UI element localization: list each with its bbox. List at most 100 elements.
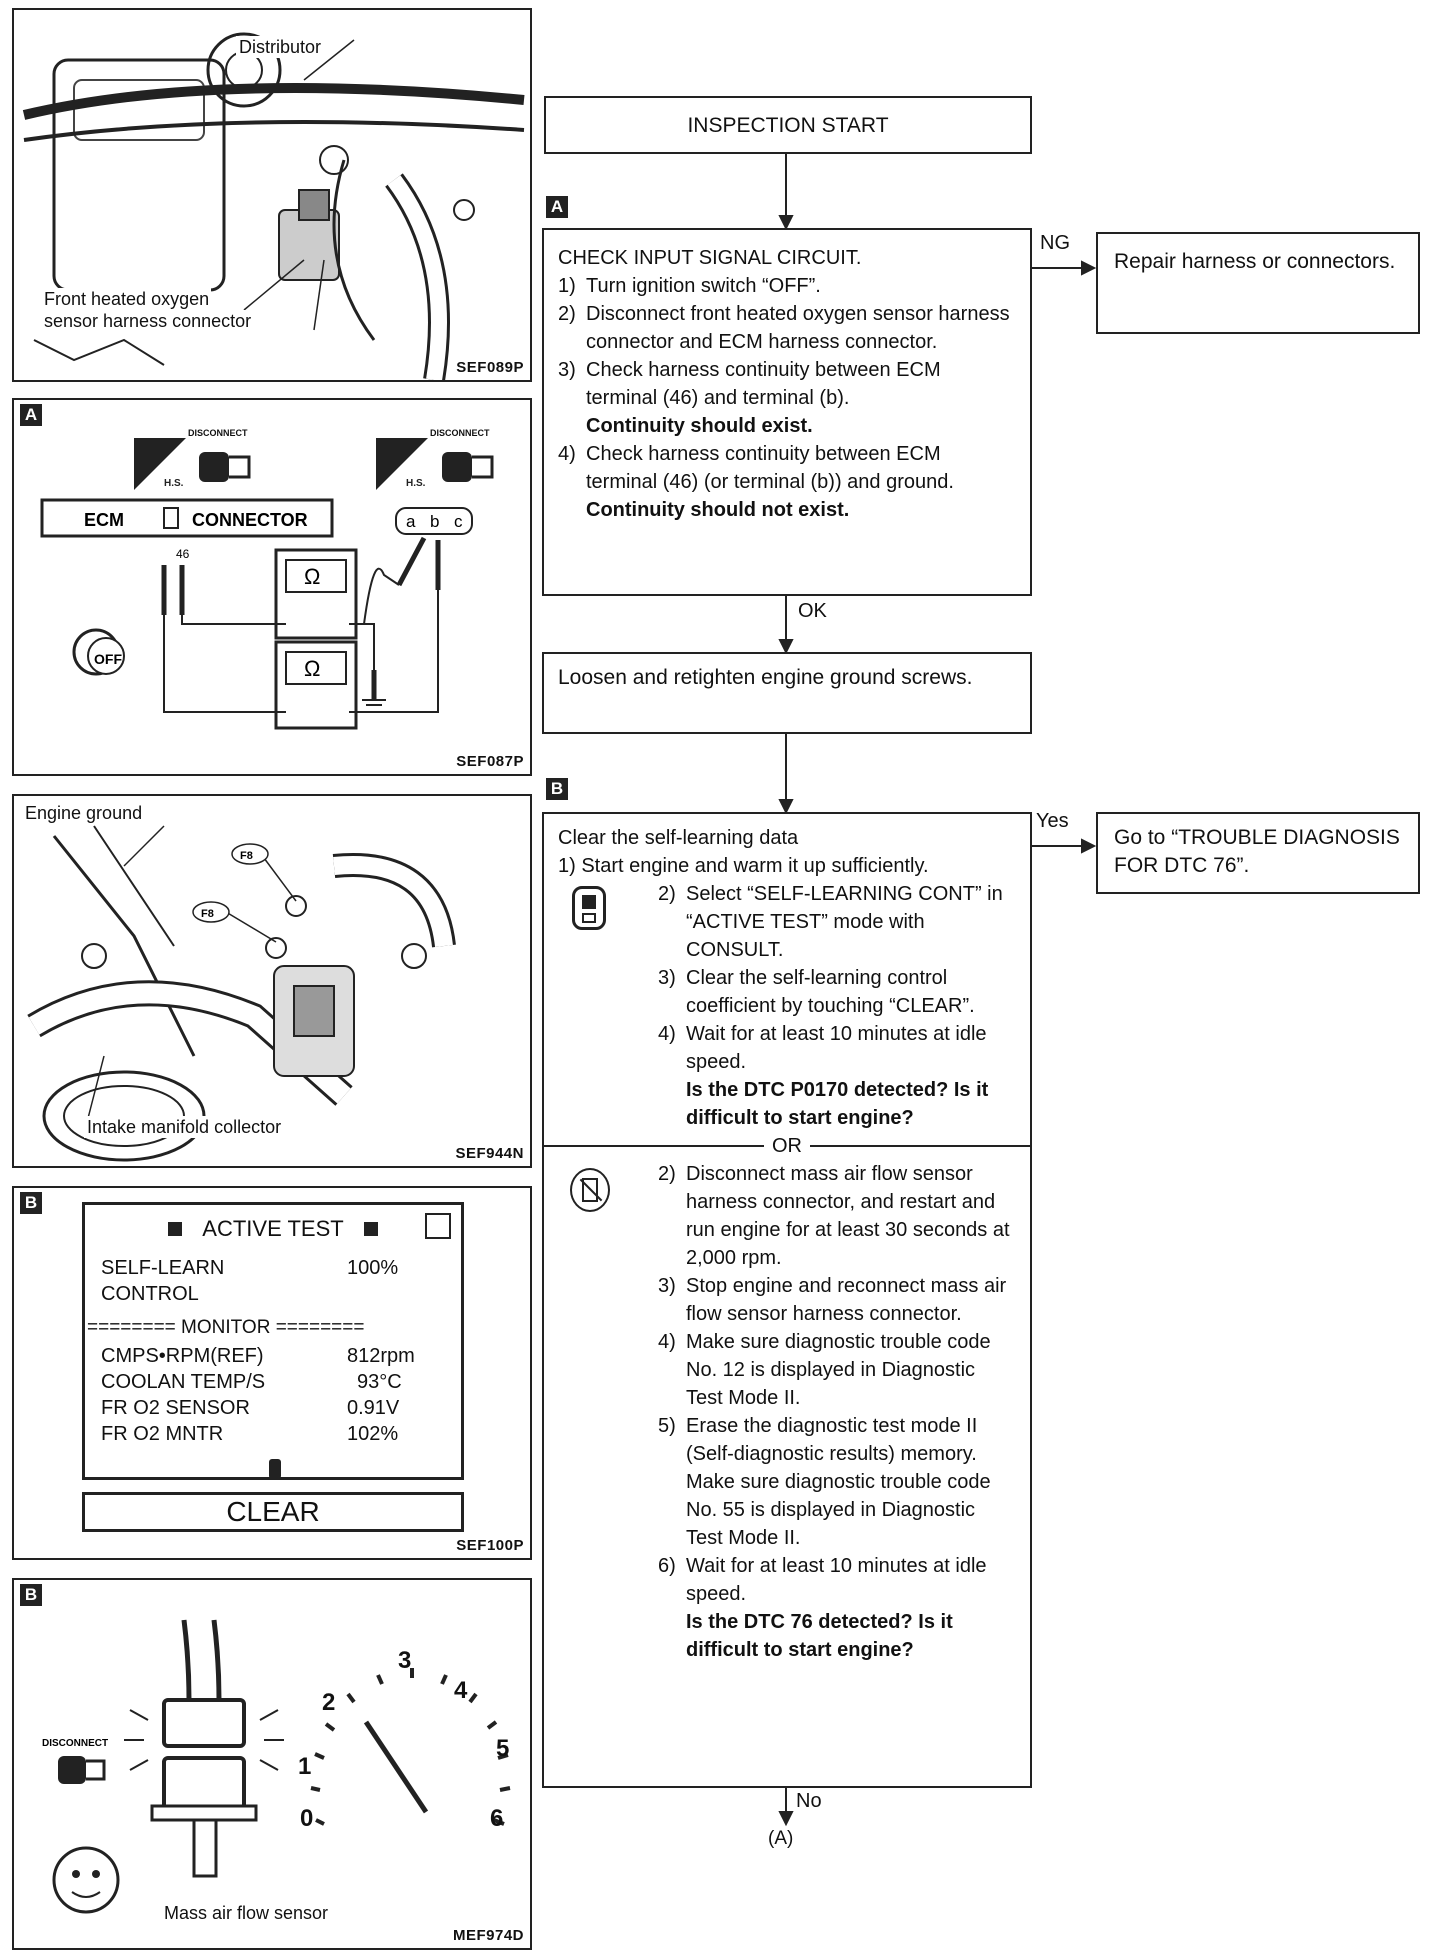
maf-disconnect-panel: B DISCONNECT	[12, 1578, 532, 1950]
no-consult-step: 2)Disconnect mass air flow sensor harnes…	[658, 1163, 1010, 1269]
engine-bay-illustration	[22, 32, 525, 380]
consult-step: 4)Wait for at least 10 minutes at idle s…	[658, 1023, 987, 1073]
check-input-circuit-box: CHECK INPUT SIGNAL CIRCUIT. 1)Turn ignit…	[542, 228, 1032, 596]
gauge-label-2: 2	[322, 1689, 336, 1716]
monitor-row: CMPS•RPM(REF) 812rpm	[101, 1345, 441, 1368]
clear-step-1: 1) Start engine and warm it up sufficien…	[558, 855, 929, 877]
gauge-label-4: 4	[454, 1677, 468, 1704]
monitor-label: FR O2 MNTR	[101, 1423, 224, 1445]
f8-callout-1: F8	[240, 850, 253, 862]
harness-side-icon-text-2: H.S.	[406, 478, 426, 489]
distributor-label: Distributor	[236, 36, 325, 58]
figure-code: SEF944N	[455, 1145, 524, 1162]
touch-hand-icon	[269, 1459, 281, 1479]
loosen-ground-screws-box: Loosen and retighten engine ground screw…	[542, 652, 1032, 734]
control-label: CONTROL	[101, 1283, 199, 1305]
monitor-value: 93°C	[357, 1371, 402, 1393]
figure-code: MEF974D	[452, 1927, 524, 1944]
terminal-46-label: 46	[176, 547, 190, 561]
monitor-label: COOLAN TEMP/S	[101, 1371, 266, 1393]
gauge-label-5: 5	[496, 1735, 510, 1762]
ecm-label: ECM	[84, 510, 124, 530]
yes-label: Yes	[1036, 810, 1069, 832]
disconnect-icon-label: DISCONNECT	[42, 1738, 108, 1749]
screen-title-row: ACTIVE TEST	[85, 1215, 461, 1242]
consult-screen: ACTIVE TEST SELF-LEARN CONTROL 100% ====…	[82, 1202, 464, 1480]
engine-ground-photo-panel: F8 F8 Engine ground Intake manifold coll…	[12, 794, 532, 1168]
monitor-value: 102%	[347, 1423, 399, 1445]
consult-question: Is the DTC P0170 detected? Is it difficu…	[686, 1079, 989, 1129]
monitor-divider: ======== MONITOR ========	[87, 1317, 365, 1338]
no-consult-step: 5)Erase the diagnostic test mode II (Sel…	[658, 1415, 991, 1549]
step-b-marker: B	[20, 1584, 42, 1606]
no-consult-step: 4)Make sure diagnostic trouble code No. …	[658, 1331, 991, 1409]
ng-label: NG	[1040, 232, 1070, 254]
check-step: 3)Check harness continuity between ECM t…	[558, 359, 941, 437]
clear-button[interactable]: CLEAR	[82, 1492, 464, 1532]
step-a-tag-text: A	[550, 197, 564, 216]
self-learn-value: 100%	[347, 1257, 399, 1279]
gauge-label-6: 6	[490, 1805, 504, 1832]
consult-steps-list: 2)Select “SELF-LEARNING CONT” in “ACTIVE…	[658, 880, 1016, 1076]
figure-code: SEF089P	[456, 359, 524, 376]
check-step: 2)Disconnect front heated oxygen sensor …	[558, 303, 1010, 353]
ignition-off-label: OFF	[94, 651, 122, 667]
consult-branch: 2)Select “SELF-LEARNING CONT” in “ACTIVE…	[558, 880, 1016, 1132]
monitor-label: CMPS•RPM(REF)	[101, 1345, 264, 1367]
or-label: OR	[764, 1132, 810, 1160]
harness-connector-label-line1: Front heated oxygen	[42, 288, 212, 310]
figure-code: SEF087P	[456, 753, 524, 770]
continue-to-a-label: (A)	[768, 1828, 794, 1849]
check-step: 1)Turn ignition switch “OFF”.	[558, 275, 821, 297]
no-label: No	[796, 1790, 822, 1812]
monitor-value: 0.91V	[347, 1397, 400, 1419]
title-right-marker	[363, 1222, 378, 1237]
consult-icon-keys	[582, 913, 596, 923]
clear-title: Clear the self-learning data	[558, 827, 799, 849]
harness-side-icon-text-1: H.S.	[164, 478, 184, 489]
disconnect-icon-label-2: DISCONNECT	[430, 428, 490, 438]
goto-trouble-diagnosis-box: Go to “TROUBLE DIAGNOSIS FOR DTC 76”.	[1096, 812, 1420, 894]
title-left-marker	[168, 1222, 183, 1237]
gauge-label-1: 1	[298, 1753, 312, 1780]
consult-step: 3)Clear the self-learning control coeffi…	[658, 967, 975, 1017]
or-divider: OR	[544, 1132, 1030, 1160]
inspection-start-box: INSPECTION START	[544, 96, 1032, 154]
no-consult-step: 3)Stop engine and reconnect mass air flo…	[658, 1275, 1007, 1325]
maf-gauge-illustration: DISCONNECT	[42, 1619, 511, 1914]
ok-label: OK	[798, 600, 827, 622]
circuit-diagram: H.S. DISCONNECT H.S. DISCONNECT ECM CONN…	[40, 428, 494, 730]
consult-step: 2)Select “SELF-LEARNING CONT” in “ACTIVE…	[658, 883, 1003, 961]
step-a-tag: A	[546, 196, 568, 218]
step-b-tag-text: B	[550, 779, 564, 798]
continuity-check-diagram: A H.S. DISCONNECT H.S. DISCONNECT ECM CO…	[12, 398, 532, 776]
gauge-label-0: 0	[300, 1805, 314, 1832]
screen-corner-box	[425, 1213, 451, 1239]
consult-icon	[572, 886, 606, 930]
screen-title: ACTIVE TEST	[202, 1216, 344, 1242]
terminal-b: b	[430, 512, 439, 531]
monitor-row: FR O2 MNTR 102%	[101, 1423, 441, 1446]
terminal-c: c	[454, 512, 463, 531]
repair-harness-box: Repair harness or connectors.	[1096, 232, 1420, 334]
terminal-a: a	[406, 512, 416, 531]
self-learn-label: SELF-LEARN	[101, 1257, 225, 1279]
check-title: CHECK INPUT SIGNAL CIRCUIT.	[558, 247, 862, 269]
distributor-photo-panel: Distributor Front heated oxygen sensor h…	[12, 8, 532, 382]
figure-code: SEF100P	[456, 1537, 524, 1554]
monitor-label: FR O2 SENSOR	[101, 1397, 250, 1419]
ohmmeter-symbol-1: Ω	[304, 564, 320, 589]
f8-callout-2: F8	[201, 908, 214, 920]
engine-ground-illustration: F8 F8	[27, 825, 456, 1162]
intake-manifold-label: Intake manifold collector	[84, 1116, 285, 1138]
disconnect-icon-label-1: DISCONNECT	[188, 428, 248, 438]
check-steps-list: 1)Turn ignition switch “OFF”. 2)Disconne…	[558, 272, 1016, 524]
clear-self-learning-box: Clear the self-learning data 1) Start en…	[542, 812, 1032, 1788]
no-consult-icon-body	[582, 1178, 598, 1202]
no-consult-question: Is the DTC 76 detected? Is it difficult …	[686, 1611, 953, 1661]
no-consult-icon	[570, 1168, 610, 1212]
no-consult-branch: 2)Disconnect mass air flow sensor harnes…	[558, 1160, 1016, 1664]
step-b-marker: B	[20, 1192, 42, 1214]
maf-sensor-label: Mass air flow sensor	[164, 1903, 329, 1923]
monitor-value: 812rpm	[347, 1345, 415, 1367]
